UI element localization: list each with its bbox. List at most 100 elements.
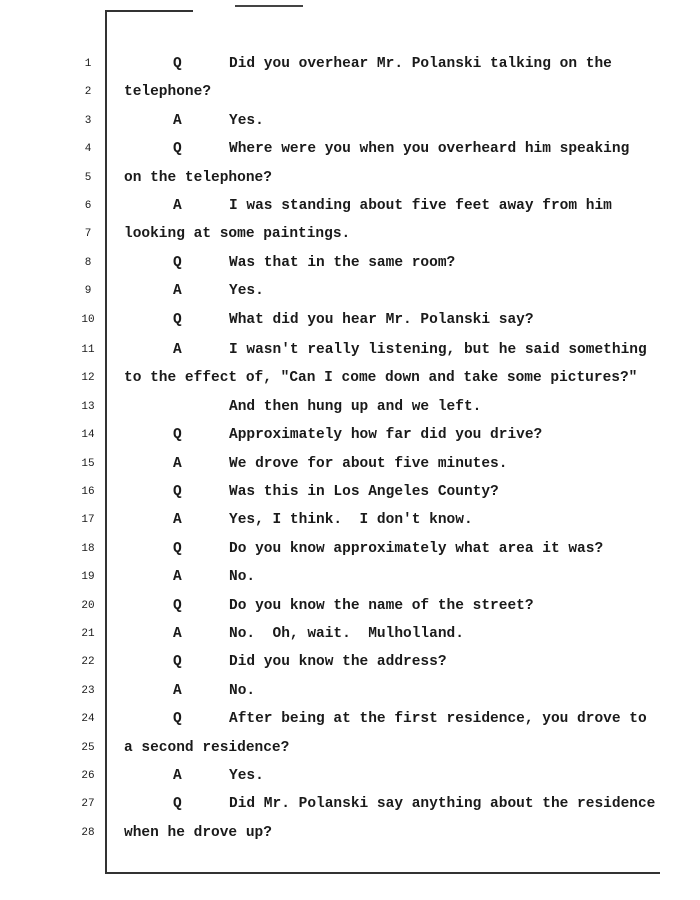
line-number: 1	[84, 58, 92, 70]
line-text: What did you hear Mr. Polanski say?	[229, 311, 534, 328]
transcript-line: 1 Q Did you overhear Mr. Polanski talking …	[0, 54, 700, 74]
speaker-label: Q	[173, 796, 182, 813]
line-text: No.	[229, 682, 256, 699]
line-text: Did Mr. Polanski say anything about the …	[229, 796, 656, 813]
transcript-line: 14 Q Approximately how far did you drive?	[0, 425, 700, 445]
transcript-line: 19 A No.	[0, 567, 700, 587]
line-number: 15	[81, 457, 95, 470]
line-text: Yes.	[229, 768, 264, 784]
line-number: 8	[84, 256, 92, 269]
speaker-label: Q	[173, 540, 182, 557]
page-border-top	[105, 10, 193, 12]
transcript-line: 13 And then hung up and we left.	[0, 397, 700, 417]
line-text: Did you overhear Mr. Polanski talking on…	[229, 56, 612, 72]
transcript-line: 5 on the telephone?	[0, 168, 700, 188]
speaker-label: Q	[173, 711, 182, 728]
line-text: Was this in Los Angeles County?	[229, 484, 499, 500]
transcript-line: 2 telephone?	[0, 82, 700, 102]
line-text: a second residence?	[124, 739, 290, 756]
line-number: 25	[81, 741, 95, 754]
line-text: Yes, I think. I don't know.	[229, 512, 473, 529]
speaker-label: Q	[173, 654, 182, 671]
speaker-label: Q	[173, 311, 182, 328]
line-number: 9	[84, 285, 92, 298]
speaker-label: A	[173, 569, 182, 586]
line-number: 18	[81, 542, 95, 555]
line-text: After being at the first residence, you …	[229, 711, 647, 728]
speaker-label: Q	[173, 597, 182, 614]
speaker-label: A	[173, 626, 182, 642]
line-text: I wasn't really listening, but he said s…	[229, 342, 647, 358]
line-text: No.	[229, 569, 256, 586]
line-number: 24	[81, 713, 95, 726]
transcript-line: 27 Q Did Mr. Polanski say anything about t…	[0, 794, 700, 814]
page-border-bottom	[105, 872, 660, 874]
transcript-line: 7 looking at some paintings.	[0, 224, 700, 244]
line-number: 22	[81, 656, 95, 669]
line-text: on the telephone?	[124, 169, 272, 186]
transcript-line: 24 Q After being at the first residence, y…	[0, 709, 700, 729]
line-text: No. Oh, wait. Mulholland.	[229, 626, 464, 642]
line-number: 3	[84, 114, 92, 127]
transcript-line: 15 A We drove for about five minutes.	[0, 454, 700, 474]
line-number: 6	[84, 200, 92, 212]
speaker-label: A	[173, 768, 182, 784]
line-text: Did you know the address?	[229, 654, 447, 671]
line-number: 17	[81, 514, 95, 527]
line-number: 28	[81, 826, 95, 839]
line-text: Approximately how far did you drive?	[229, 427, 543, 444]
transcript-line: 12 to the effect of, "Can I come down and…	[0, 368, 700, 388]
line-number: 10	[81, 313, 95, 326]
line-text: looking at some paintings.	[124, 226, 351, 243]
line-number: 26	[81, 770, 95, 782]
page-border-left	[105, 10, 107, 874]
line-number: 20	[81, 599, 95, 612]
line-text: We drove for about five minutes.	[229, 455, 508, 472]
line-text: Was that in the same room?	[229, 254, 456, 271]
line-text: when he drove up?	[124, 824, 272, 841]
line-text: Do you know approximately what area it w…	[229, 540, 604, 557]
line-text: to the effect of, "Can I come down and t…	[124, 370, 638, 387]
speaker-label: A	[173, 682, 182, 699]
speaker-label: Q	[173, 56, 182, 72]
speaker-label: Q	[173, 484, 182, 500]
line-text: Yes.	[229, 283, 264, 300]
line-number: 19	[81, 571, 95, 584]
transcript-line: 26 A Yes.	[0, 766, 700, 786]
line-number: 16	[81, 486, 95, 498]
line-text: And then hung up and we left.	[229, 398, 482, 415]
transcript-line: 8 Q Was that in the same room?	[0, 253, 700, 273]
line-number: 5	[84, 171, 92, 184]
transcript-line: 10 Q What did you hear Mr. Polanski say?	[0, 310, 700, 330]
line-number: 27	[81, 798, 95, 811]
speaker-label: A	[173, 112, 182, 129]
line-number: 11	[81, 344, 95, 356]
speaker-label: A	[173, 198, 182, 214]
transcript-line: 21 A No. Oh, wait. Mulholland.	[0, 624, 700, 644]
line-text: telephone?	[124, 84, 212, 101]
speaker-label: Q	[173, 427, 182, 444]
speaker-label: Q	[173, 254, 182, 271]
transcript-line: 22 Q Did you know the address?	[0, 652, 700, 672]
line-text: Do you know the name of the street?	[229, 597, 534, 614]
speaker-label: Q	[173, 141, 182, 158]
transcript-line: 18 Q Do you know approximately what area i…	[0, 539, 700, 559]
line-number: 13	[81, 400, 95, 413]
transcript-line: 28 when he drove up?	[0, 823, 700, 843]
transcript-line: 16 Q Was this in Los Angeles County?	[0, 482, 700, 502]
line-number: 21	[81, 628, 95, 640]
line-text: Where were you when you overheard him sp…	[229, 141, 630, 158]
line-number: 14	[81, 429, 95, 442]
line-number: 12	[81, 372, 95, 385]
line-number: 2	[84, 86, 92, 99]
transcript-line: 11 A I wasn't really listening, but he sai…	[0, 340, 700, 360]
transcript-line: 20 Q Do you know the name of the street?	[0, 596, 700, 616]
line-number: 7	[84, 228, 92, 241]
speaker-label: A	[173, 455, 182, 472]
speaker-label: A	[173, 342, 182, 358]
